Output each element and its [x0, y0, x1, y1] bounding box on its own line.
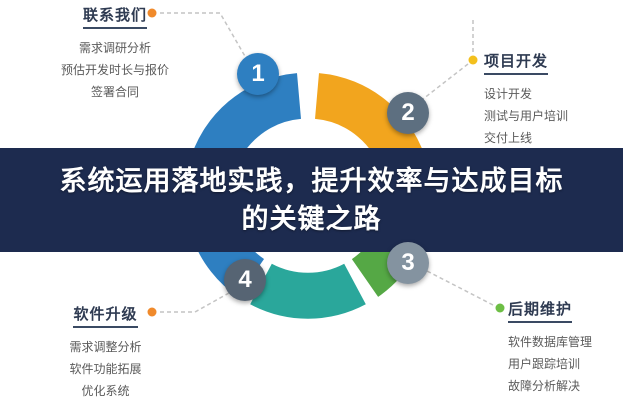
- step1-bullet-dot-icon: [147, 8, 157, 18]
- step4-number-badge: 4: [224, 259, 266, 301]
- step3-item: 软件数据库管理: [508, 335, 593, 349]
- step1-items: 需求调研分析 预估开发时长与报价 签署合同: [30, 37, 200, 103]
- step1-item: 签署合同: [90, 85, 139, 99]
- step1-number-badge: 1: [237, 53, 279, 95]
- step3-item: 故障分析解决: [508, 379, 581, 393]
- connector-step2: [422, 63, 469, 100]
- step2-title: 项目开发: [484, 50, 549, 75]
- step4-item: 优化系统: [81, 384, 130, 398]
- step2-bullet-dot-icon: [468, 55, 478, 65]
- step1-item: 预估开发时长与报价: [60, 63, 169, 77]
- banner-title-line2: 的关键之路: [241, 204, 382, 234]
- banner-title-line1: 系统运用落地实践，提升效率与达成目标: [59, 166, 564, 196]
- step1-title: 联系我们: [82, 4, 147, 29]
- step4-item: 软件功能拓展: [69, 362, 142, 376]
- step2-item: 交付上线: [484, 131, 533, 145]
- step3-items: 软件数据库管理 用户跟踪培训 故障分析解决: [508, 331, 623, 397]
- step2-item: 设计开发: [484, 87, 533, 101]
- step2-item: 测试与用户培训: [484, 109, 569, 123]
- step4-title: 软件升级: [73, 303, 138, 328]
- step3-block: 后期维护 软件数据库管理 用户跟踪培训 故障分析解决: [508, 298, 623, 397]
- connector-step3: [426, 270, 494, 306]
- step4-bullet-dot-icon: [147, 307, 157, 317]
- step2-block: 项目开发 设计开发 测试与用户培训 交付上线: [484, 50, 619, 149]
- ring-segment-teal: [250, 263, 366, 319]
- step3-title: 后期维护: [508, 298, 573, 323]
- step1-block: 联系我们 需求调研分析 预估开发时长与报价 签署合同: [30, 4, 200, 103]
- step3-bullet-dot-icon: [495, 303, 505, 313]
- step3-number-badge: 3: [387, 242, 429, 284]
- connector-step4: [160, 292, 230, 313]
- step2-number-badge: 2: [387, 92, 429, 134]
- title-banner: 系统运用落地实践，提升效率与达成目标 的关键之路: [0, 148, 623, 252]
- step1-item: 需求调研分析: [78, 41, 151, 55]
- step3-item: 用户跟踪培训: [508, 357, 581, 371]
- step4-item: 需求调整分析: [69, 340, 142, 354]
- step4-block: 软件升级 需求调整分析 软件功能拓展 优化系统: [48, 303, 163, 400]
- connector-step1: [160, 12, 247, 59]
- step4-items: 需求调整分析 软件功能拓展 优化系统: [48, 336, 163, 400]
- step2-items: 设计开发 测试与用户培训 交付上线: [484, 83, 619, 149]
